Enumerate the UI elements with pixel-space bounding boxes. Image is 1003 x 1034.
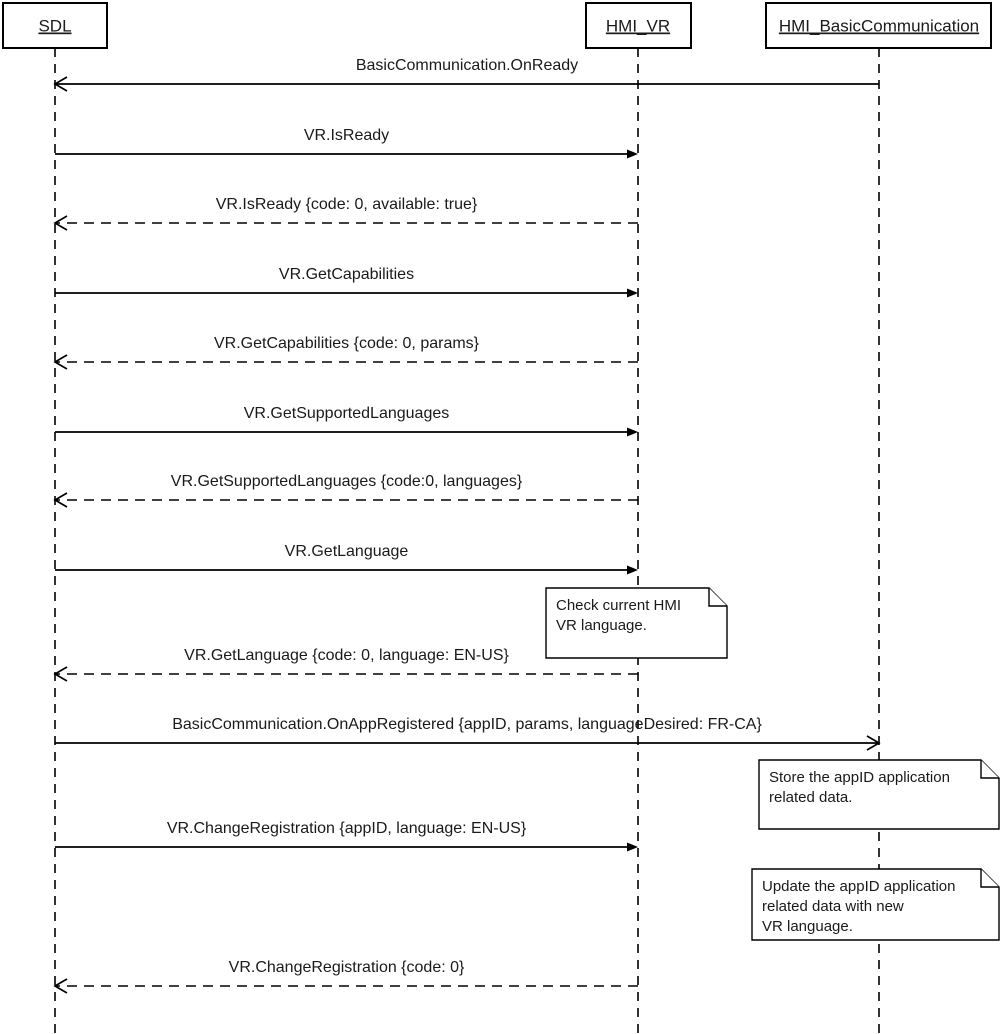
note-body-n1 — [545, 587, 728, 659]
note-fold-corner-n1 — [708, 588, 727, 607]
message-arrowhead-m4 — [627, 288, 638, 298]
message-label-m1: BasicCommunication.OnReady — [356, 57, 578, 74]
message-arrowhead-m7 — [53, 492, 68, 508]
note-text-line: related data. — [769, 789, 852, 806]
message-label-m6: VR.GetSupportedLanguages — [244, 405, 449, 422]
message-m3[interactable]: VR.IsReady {code: 0, available: true} — [53, 196, 638, 231]
message-label-m7: VR.GetSupportedLanguages {code:0, langua… — [171, 473, 523, 490]
message-m11[interactable]: VR.ChangeRegistration {appID, language: … — [55, 820, 638, 852]
message-label-m2: VR.IsReady — [304, 127, 389, 144]
message-m12[interactable]: VR.ChangeRegistration {code: 0} — [53, 959, 638, 994]
message-label-m12: VR.ChangeRegistration {code: 0} — [229, 959, 465, 976]
message-label-m11: VR.ChangeRegistration {appID, language: … — [167, 820, 527, 837]
message-m8[interactable]: VR.GetLanguage — [55, 543, 638, 575]
lifeline-sdl: SDL — [2, 2, 108, 1034]
message-arrowhead-m12 — [53, 978, 68, 994]
message-arrowhead-m3 — [53, 215, 68, 231]
note-body-n3 — [751, 868, 1000, 941]
note-n1[interactable]: Check current HMI VR language. — [545, 587, 728, 659]
message-arrowhead-m2 — [627, 149, 638, 159]
message-label-m9: VR.GetLanguage {code: 0, language: EN-US… — [184, 647, 509, 664]
message-arrowhead-m6 — [627, 427, 638, 437]
note-n3[interactable]: Update the appID application related data… — [751, 868, 1000, 941]
lifeline-label-hmi_vr: HMI_VR — [606, 17, 670, 36]
message-label-m3: VR.IsReady {code: 0, available: true} — [216, 196, 478, 213]
note-text-line: VR language. — [556, 617, 647, 634]
message-label-m4: VR.GetCapabilities — [279, 266, 414, 283]
lifeline-hmi_vr: HMI_VR — [585, 2, 692, 1034]
note-text-line: VR language. — [762, 918, 853, 935]
message-arrowhead-m8 — [627, 565, 638, 575]
lifeline-box-sdl[interactable] — [2, 2, 108, 49]
message-arrowhead-m1 — [53, 76, 68, 92]
note-text-line: Check current HMI — [556, 597, 681, 614]
lifeline-box-hmi_vr[interactable] — [585, 2, 692, 49]
message-arrowhead-m9 — [53, 666, 68, 682]
notes-layer: Check current HMI VR language. Store the a… — [545, 587, 1000, 941]
note-text-line: Store the appID application — [769, 769, 950, 786]
message-m9[interactable]: VR.GetLanguage {code: 0, language: EN-US… — [53, 647, 638, 682]
message-m2[interactable]: VR.IsReady — [55, 127, 638, 159]
lifeline-box-hmi_bc[interactable] — [765, 2, 992, 49]
note-fold-corner-n2 — [980, 760, 999, 779]
note-text-line: Update the appID application — [762, 878, 955, 895]
message-m1[interactable]: BasicCommunication.OnReady — [53, 57, 879, 92]
note-text-line: related data with new — [762, 898, 904, 915]
message-m10[interactable]: BasicCommunication.OnAppRegistered {appI… — [55, 716, 881, 751]
message-label-m8: VR.GetLanguage — [285, 543, 409, 560]
message-arrowhead-m5 — [53, 354, 68, 370]
message-m5[interactable]: VR.GetCapabilities {code: 0, params} — [53, 335, 638, 370]
message-m6[interactable]: VR.GetSupportedLanguages — [55, 405, 638, 437]
message-arrowhead-m11 — [627, 842, 638, 852]
message-m7[interactable]: VR.GetSupportedLanguages {code:0, langua… — [53, 473, 638, 508]
message-arrowhead-m10 — [866, 735, 881, 751]
message-m4[interactable]: VR.GetCapabilities — [55, 266, 638, 298]
lifeline-label-sdl: SDL — [38, 17, 71, 36]
messages-layer: BasicCommunication.OnReadyVR.IsReadyVR.I… — [53, 57, 881, 994]
note-n2[interactable]: Store the appID application related data. — [758, 759, 1000, 830]
lifeline-label-hmi_bc: HMI_BasicCommunication — [779, 17, 979, 36]
message-label-m10: BasicCommunication.OnAppRegistered {appI… — [172, 716, 762, 733]
note-fold-corner-n3 — [980, 869, 999, 888]
message-label-m5: VR.GetCapabilities {code: 0, params} — [214, 335, 480, 352]
note-body-n2 — [758, 759, 1000, 830]
